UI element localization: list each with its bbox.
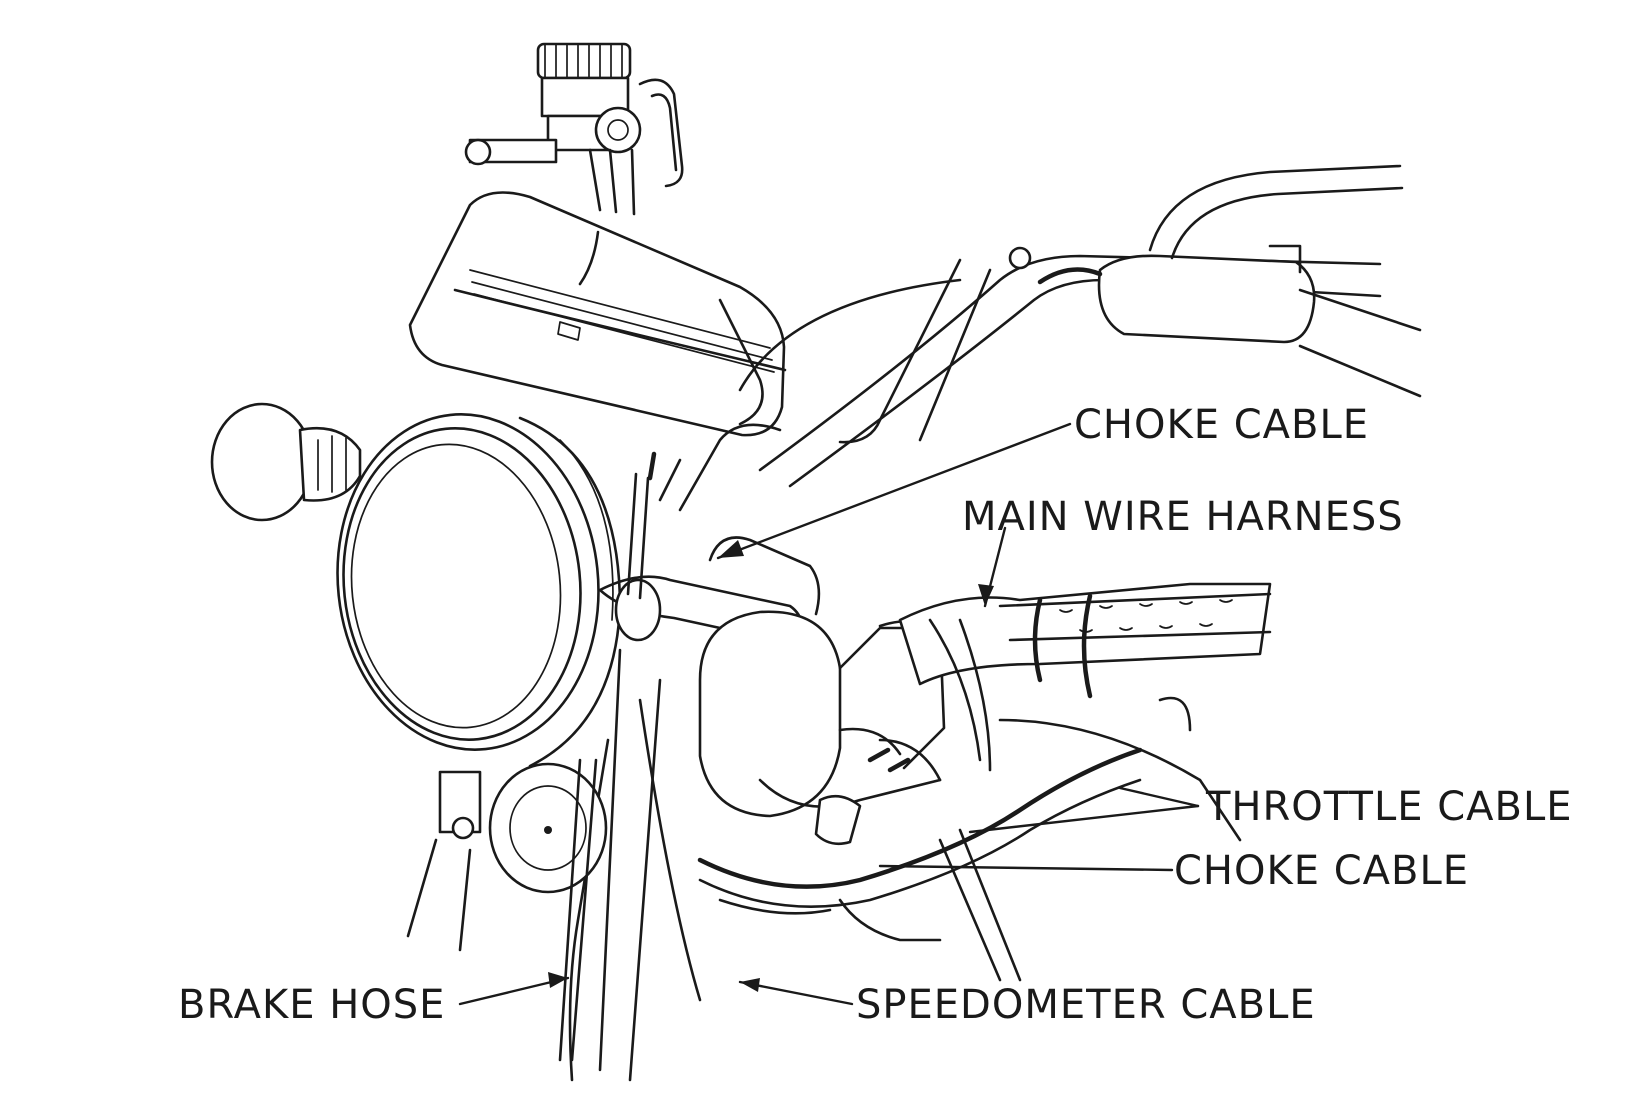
- label-choke-cable-bottom: CHOKE CABLE: [1174, 848, 1469, 894]
- handlebar: [738, 164, 1422, 488]
- leader-lines: [458, 422, 1200, 1006]
- label-throttle-cable: THROTTLE CABLE: [1205, 784, 1573, 830]
- brake-master-cylinder: [464, 42, 684, 216]
- label-main-wire-harness: MAIN WIRE HARNESS: [962, 494, 1404, 540]
- turn-signal-left: [210, 402, 362, 522]
- callout-labels: CHOKE CABLE MAIN WIRE HARNESS THROTTLE C…: [178, 402, 1573, 1028]
- label-speedometer-cable: SPEEDOMETER CABLE: [856, 982, 1316, 1028]
- meter-housing: [408, 191, 787, 437]
- throttle-and-choke-cable-runs: [697, 747, 1143, 982]
- label-choke-cable-top: CHOKE CABLE: [1074, 402, 1369, 448]
- headlight: [336, 413, 622, 768]
- front-fork-and-stem: [568, 423, 821, 1082]
- horn: [406, 758, 608, 1062]
- main-wire-harness-bundle: [898, 582, 1272, 842]
- label-brake-hose: BRAKE HOSE: [178, 982, 445, 1028]
